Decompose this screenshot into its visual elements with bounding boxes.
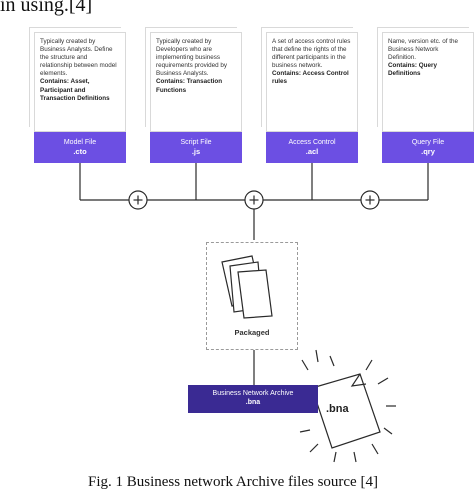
plus-icon <box>360 190 380 210</box>
card-description: Typically created by Business Analysts. … <box>40 38 117 78</box>
file-name: Model File <box>63 139 97 146</box>
file-extension: .acl <box>305 147 319 156</box>
archive-extension: .bna <box>245 398 261 406</box>
preceding-text: in using.[4] <box>0 0 93 16</box>
plus-icon <box>128 190 148 210</box>
documents-icon <box>221 255 273 319</box>
bna-document-label: .bna <box>326 403 349 415</box>
figure-caption: Fig. 1 Business network Archive files so… <box>88 474 378 490</box>
model-file-bar: Model File .cto <box>34 132 126 163</box>
card-description: Typically created by Developers who are … <box>156 38 228 78</box>
script-file-card: Typically created by Developers who are … <box>150 32 242 132</box>
card-description: Name, version etc. of the Business Netwo… <box>388 38 458 62</box>
bna-document-icon <box>299 349 396 463</box>
script-file-bar: Script File .js <box>150 132 242 163</box>
card-contains: Contains: Asset, Participant and Transac… <box>40 78 110 102</box>
plus-icon <box>244 190 264 210</box>
query-file-bar: Query File .qry <box>382 132 474 163</box>
file-extension: .cto <box>73 147 87 156</box>
packaged-label: Packaged <box>234 328 270 337</box>
query-file-card: Name, version etc. of the Business Netwo… <box>382 32 474 132</box>
file-extension: .js <box>191 147 201 156</box>
packaged-container <box>206 242 298 350</box>
business-network-archive-bar: Business Network Archive .bna <box>188 385 318 413</box>
card-description: A set of access control rules that defin… <box>272 38 351 70</box>
file-name: Access Control <box>288 139 336 146</box>
card-contains: Contains: Access Control rules <box>272 70 349 86</box>
archive-title: Business Network Archive <box>212 390 294 397</box>
file-extension: .qry <box>421 147 435 156</box>
file-name: Query File <box>411 139 445 146</box>
model-file-card: Typically created by Business Analysts. … <box>34 32 126 132</box>
access-control-card: A set of access control rules that defin… <box>266 32 358 132</box>
card-contains: Contains: Transaction Functions <box>156 78 223 94</box>
card-contains: Contains: Query Definitions <box>388 62 437 78</box>
access-control-bar: Access Control .acl <box>266 132 358 163</box>
file-name: Script File <box>180 139 212 146</box>
